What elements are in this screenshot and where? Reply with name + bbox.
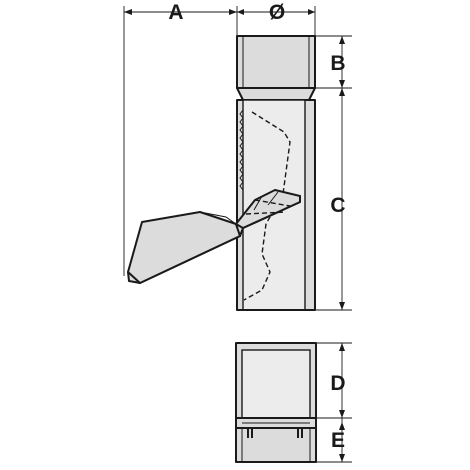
chute-side-wall	[127, 211, 241, 284]
dimension-label-c: C	[330, 194, 345, 217]
dimension-label-diameter: Ø	[269, 1, 285, 24]
main-pipe	[236, 35, 316, 311]
upper-socket	[236, 35, 316, 89]
dimension-label-a: A	[168, 1, 183, 24]
dimension-lines	[123, 6, 352, 463]
dimension-label-e: E	[331, 429, 345, 452]
lower-pipe-piece	[235, 342, 317, 463]
neck-ring	[236, 87, 316, 101]
dimension-label-d: D	[330, 372, 345, 395]
hidden-flap-outline	[243, 111, 291, 301]
diverter-chute	[127, 189, 301, 284]
dimension-label-b: B	[330, 52, 345, 75]
